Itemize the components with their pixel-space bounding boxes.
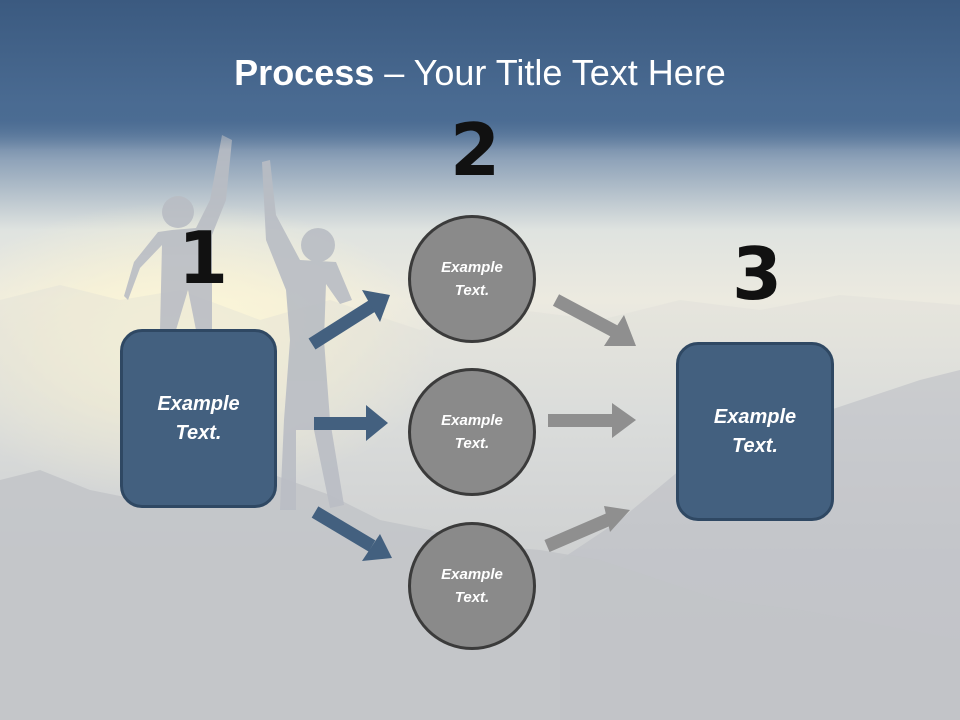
step-1-box: Example Text. — [120, 329, 277, 508]
title-band — [0, 0, 960, 150]
arrow-1-to-top — [308, 290, 390, 350]
arrow-1-to-middle — [314, 405, 388, 441]
step-number-3: 3 — [732, 232, 783, 316]
arrow-top-to-3 — [552, 294, 636, 346]
circle-middle-line2: Text. — [454, 435, 490, 452]
step-1-line2: Text. — [175, 421, 222, 444]
page-title: Process – Your Title Text Here — [0, 52, 960, 94]
circle-middle-line1: Example — [441, 412, 503, 429]
circle-top-line2: Text. — [454, 282, 490, 299]
circle-bottom-line1: Example — [441, 566, 503, 583]
circle-top: Example Text. — [408, 215, 536, 343]
arrow-1-to-bottom — [311, 506, 392, 561]
circle-middle: Example Text. — [408, 368, 536, 496]
circle-bottom: Example Text. — [408, 522, 536, 650]
arrow-middle-to-3 — [548, 403, 636, 438]
circle-bottom-line2: Text. — [454, 589, 490, 606]
step-3-box: Example Text. — [676, 342, 834, 521]
step-number-1: 1 — [178, 216, 229, 300]
circle-top-line1: Example — [441, 259, 503, 276]
title-bold: Process — [234, 52, 375, 93]
arrow-bottom-to-3 — [544, 506, 630, 552]
step-3-line2: Text. — [732, 434, 778, 457]
step-1-line1: Example — [157, 392, 240, 415]
step-number-2: 2 — [450, 108, 501, 192]
step-3-line1: Example — [713, 405, 797, 428]
title-rest: – Your Title Text Here — [374, 52, 726, 93]
